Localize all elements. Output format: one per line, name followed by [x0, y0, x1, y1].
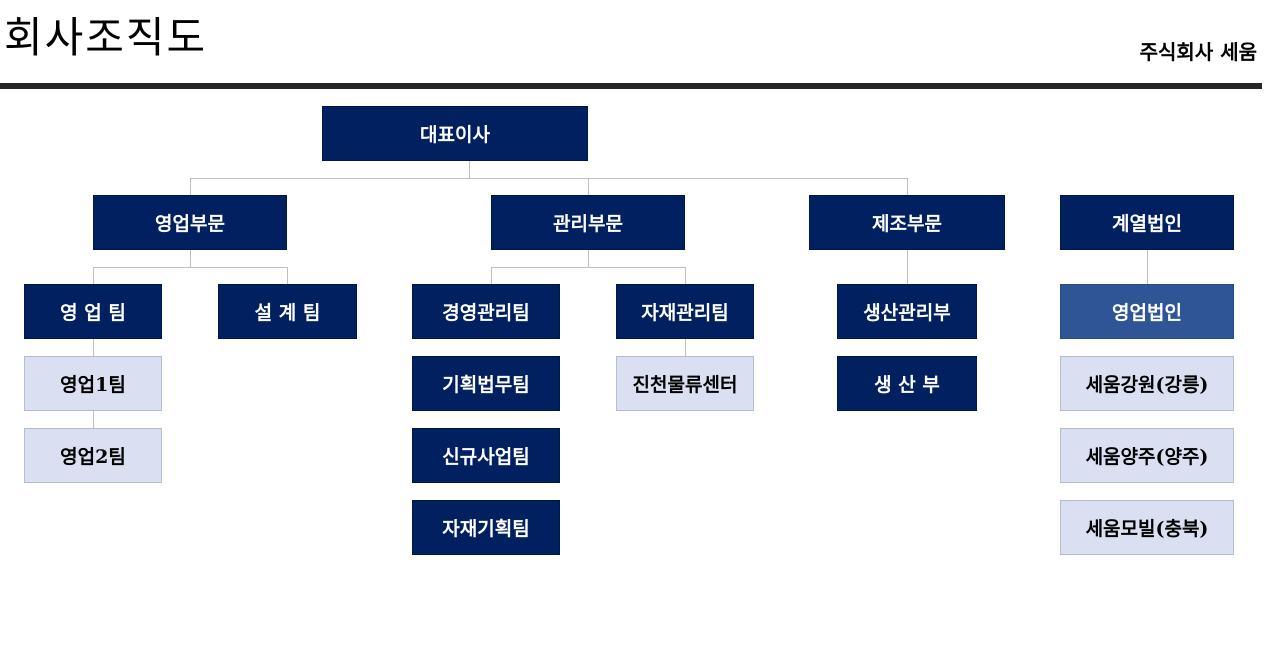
node-sales-division: 영업부문	[93, 195, 287, 250]
node-new-business-team: 신규사업팀	[412, 428, 560, 483]
node-business-mgmt-team: 경영관리팀	[412, 284, 560, 339]
node-sales-team-1: 영업1팀	[24, 356, 162, 411]
node-affiliate-yangju: 세움양주(양주)	[1060, 428, 1234, 483]
node-production-dept: 생 산 부	[837, 356, 977, 411]
node-design-team: 설 계 팀	[218, 284, 357, 339]
node-sales-corporation: 영업법인	[1060, 284, 1234, 339]
node-manufacturing-division: 제조부문	[809, 195, 1005, 250]
node-affiliate-mobil: 세움모빌(충북)	[1060, 500, 1234, 555]
node-management-division: 관리부문	[491, 195, 685, 250]
company-name: 주식회사 세움	[1139, 40, 1257, 64]
node-sales-team-2: 영업2팀	[24, 428, 162, 483]
header-rule	[0, 83, 1262, 89]
node-jincheon-logistics-center: 진천물류센터	[616, 356, 754, 411]
node-ceo: 대표이사	[322, 106, 588, 161]
node-sales-team: 영 업 팀	[24, 284, 162, 339]
node-production-mgmt-dept: 생산관리부	[837, 284, 977, 339]
node-materials-mgmt-team: 자재관리팀	[616, 284, 754, 339]
page-title: 회사조직도	[4, 13, 208, 62]
node-planning-legal-team: 기획법무팀	[412, 356, 560, 411]
node-affiliates-division: 계열법인	[1060, 195, 1234, 250]
node-materials-planning-team: 자재기획팀	[412, 500, 560, 555]
node-affiliate-gangwon: 세움강원(강릉)	[1060, 356, 1234, 411]
